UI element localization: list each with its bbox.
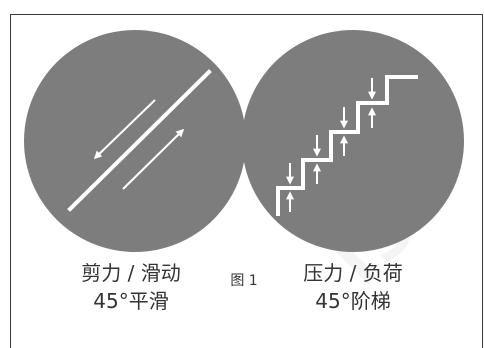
- left-caption-title: 剪力 / 滑动: [81, 261, 181, 285]
- right-caption-title: 压力 / 负荷: [303, 261, 403, 285]
- right-circle: [242, 30, 464, 252]
- compression-diagram: [242, 30, 464, 252]
- arrow-up-right: [122, 128, 185, 190]
- figure-label: 图 1: [230, 273, 258, 289]
- shear-diagram: [24, 30, 246, 252]
- left-caption-subtitle: 45°平滑: [93, 289, 169, 313]
- slip-line: [67, 69, 212, 212]
- left-circle: [24, 30, 246, 252]
- arrow-down-left: [93, 99, 156, 160]
- stair-line: [276, 75, 418, 216]
- figure-border: [10, 14, 483, 348]
- right-caption-subtitle: 45°阶梯: [315, 289, 391, 313]
